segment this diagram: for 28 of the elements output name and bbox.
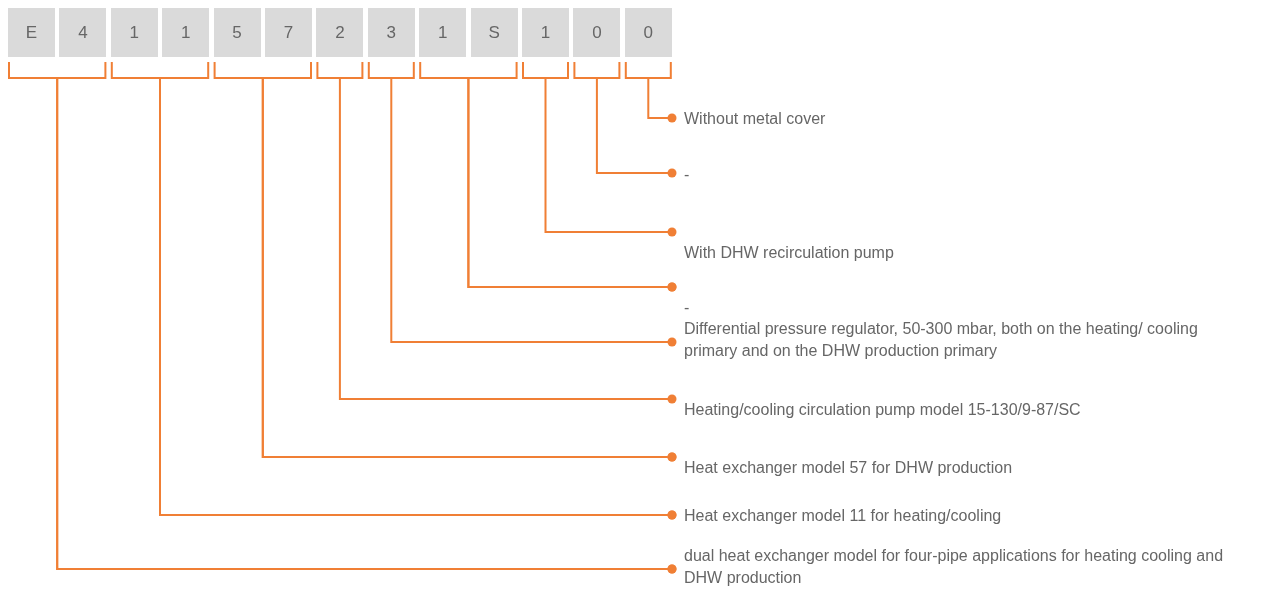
- code-character-cell: 1: [522, 8, 569, 57]
- leader-line: [522, 61, 677, 237]
- code-character-cell: 1: [110, 8, 158, 57]
- code-character-cell: 1: [162, 8, 210, 57]
- code-description: With DHW recirculation pump: [684, 242, 894, 264]
- code-description: Without metal cover: [684, 108, 826, 130]
- leader-line: [316, 61, 677, 404]
- code-character-cell: E: [8, 8, 55, 57]
- leader-line: [467, 61, 677, 292]
- code-character-cell: 3: [367, 8, 415, 57]
- code-character-cell: 7: [265, 8, 312, 57]
- code-character-cell: 0: [573, 8, 621, 57]
- code-character-cell: 2: [316, 8, 364, 57]
- code-description: Heat exchanger model 57 for DHW production: [684, 457, 1013, 479]
- code-character-cell: 1: [419, 8, 467, 57]
- code-character-cell: S: [470, 8, 518, 57]
- code-character-cell: 0: [624, 8, 672, 57]
- code-description: -: [684, 164, 690, 186]
- leader-line: [367, 61, 677, 347]
- code-description: -: [684, 297, 690, 319]
- code-character-cell: 5: [213, 8, 261, 57]
- leader-line: [573, 61, 677, 178]
- code-description: Differential pressure regulator, 50-300 mbar, both on the heating/ cooling primary and on the DHW production primary: [684, 318, 1224, 362]
- code-description: dual heat exchanger model for four-pipe applications for heating cooling and DHW production: [684, 545, 1244, 589]
- code-description: Heating/cooling circulation pump model 15-130/9-87/SC: [684, 399, 1081, 421]
- code-character-cell: 4: [59, 8, 107, 57]
- code-description: Heat exchanger model 11 for heating/cooling: [684, 505, 1002, 527]
- leader-line: [624, 61, 677, 123]
